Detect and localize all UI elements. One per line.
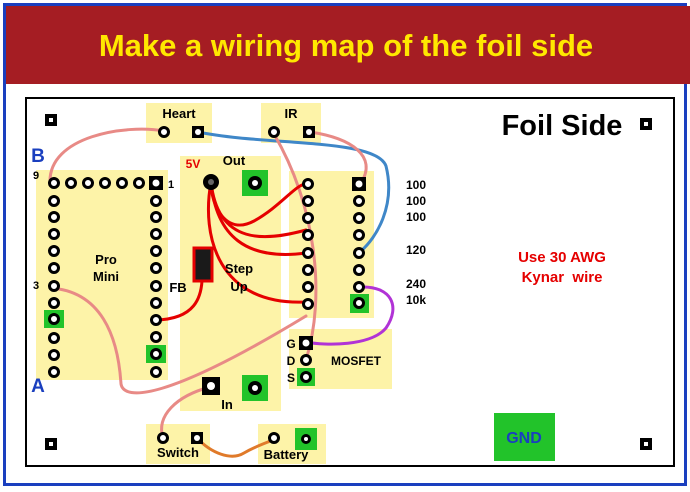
note-line-2: Kynar wire [522, 269, 603, 286]
resistor-value: 10k [406, 293, 426, 307]
gnd-block [494, 413, 555, 461]
wire-ir-top [308, 130, 368, 185]
label-pin-9: 9 [33, 170, 39, 182]
step-up-label: Up [230, 279, 247, 294]
switch-label: Switch [157, 445, 199, 460]
switch-pin [157, 432, 169, 444]
resistor-value: 240 [406, 277, 426, 291]
wire-heart-blue [196, 130, 391, 253]
wire-purple-gate [304, 285, 395, 346]
label-b: B [31, 146, 45, 167]
mosfet-pins [297, 336, 315, 386]
resistor-value: 100 [406, 210, 426, 224]
step-up-module [180, 156, 281, 411]
label-gate: G [286, 337, 295, 351]
wire-b-heart [48, 127, 166, 185]
wire-pin3-a [48, 286, 308, 395]
resistor-value: 120 [406, 243, 426, 257]
resistor-pins [302, 177, 369, 313]
label-pin-1: 1 [168, 179, 174, 191]
resistor-value: 100 [406, 194, 426, 208]
out-label: Out [223, 153, 246, 168]
ir-pin [268, 126, 280, 138]
fb-label: FB [169, 280, 186, 295]
heart-label: Heart [162, 106, 196, 121]
feedback-component [192, 246, 214, 283]
gnd-label: GND [506, 430, 542, 447]
wiring-diagram: Make a wiring map of the foil side Foil … [6, 6, 690, 467]
ir-label: IR [285, 106, 299, 121]
label-a: A [31, 376, 45, 397]
diagram-frame: Make a wiring map of the foil side Foil … [3, 3, 690, 486]
banner-title: Make a wiring map of the foil side [99, 28, 593, 63]
pro-mini-pins [44, 176, 166, 378]
wire-red-fb [154, 279, 204, 322]
pro-mini-label: Mini [93, 269, 119, 284]
mosfet-label: MOSFET [331, 354, 382, 368]
board-title: Foil Side [502, 110, 623, 142]
wires [48, 127, 395, 458]
wire-ir-mosfet [272, 132, 318, 362]
pro-mini-label: Pro [95, 252, 117, 267]
resistor-value: 100 [406, 178, 426, 192]
five-volt-label: 5V [186, 157, 201, 171]
wire-switch-battery [195, 436, 278, 458]
battery-pin [268, 432, 280, 444]
wire-red-out-4 [207, 180, 308, 304]
heart-pin [158, 126, 170, 138]
pin-hole [48, 177, 60, 189]
label-drain: D [287, 354, 296, 368]
wire-red-out-3 [209, 180, 308, 256]
title-banner [6, 6, 690, 84]
label-source: S [287, 371, 295, 385]
in-label: In [221, 397, 233, 412]
battery-label: Battery [264, 447, 310, 462]
wire-in-switch [160, 385, 212, 440]
step-up-label: Step [225, 261, 253, 276]
label-pin-3: 3 [33, 280, 39, 292]
note-line-1: Use 30 AWG [518, 249, 606, 266]
mounting-holes [45, 114, 652, 450]
